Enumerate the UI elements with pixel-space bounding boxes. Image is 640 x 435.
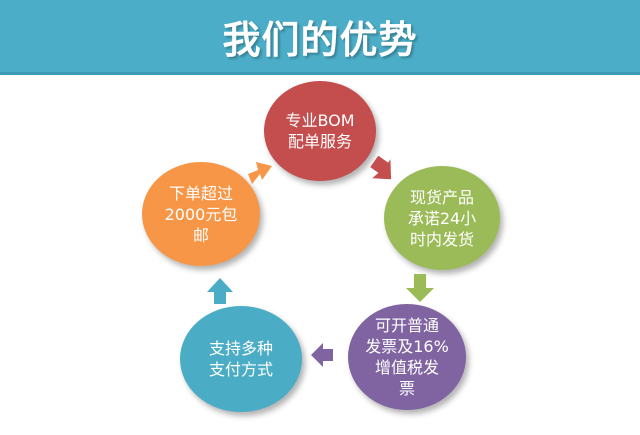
node-bom-service: 专业BOM 配单服务: [264, 81, 376, 181]
arrow-2-to-3-icon: [406, 274, 434, 302]
arrow-3-to-4-icon: [311, 343, 333, 367]
page-title: 我们的优势: [222, 17, 418, 62]
node-label: 专业BOM 配单服务: [285, 111, 355, 151]
node-payment-methods: 支持多种 支付方式: [180, 306, 302, 412]
node-label: 现货产品 承诺24小 时内发货: [407, 187, 477, 249]
node-stock-delivery: 现货产品 承诺24小 时内发货: [384, 166, 500, 270]
arrow-1-to-2-icon: [370, 156, 392, 180]
arrow-4-to-5-icon: [207, 278, 233, 304]
node-label: 下单超过 2000元包 邮: [164, 183, 238, 245]
node-label: 可开普通 发票及16% 增值税发 票: [365, 316, 449, 398]
arrow-5-to-1-icon: [248, 162, 272, 184]
node-label: 支持多种 支付方式: [208, 339, 273, 379]
node-invoice: 可开普通 发票及16% 增值税发 票: [348, 304, 466, 410]
header-banner: 我们的优势: [0, 0, 640, 75]
node-free-shipping: 下单超过 2000元包 邮: [142, 162, 260, 266]
